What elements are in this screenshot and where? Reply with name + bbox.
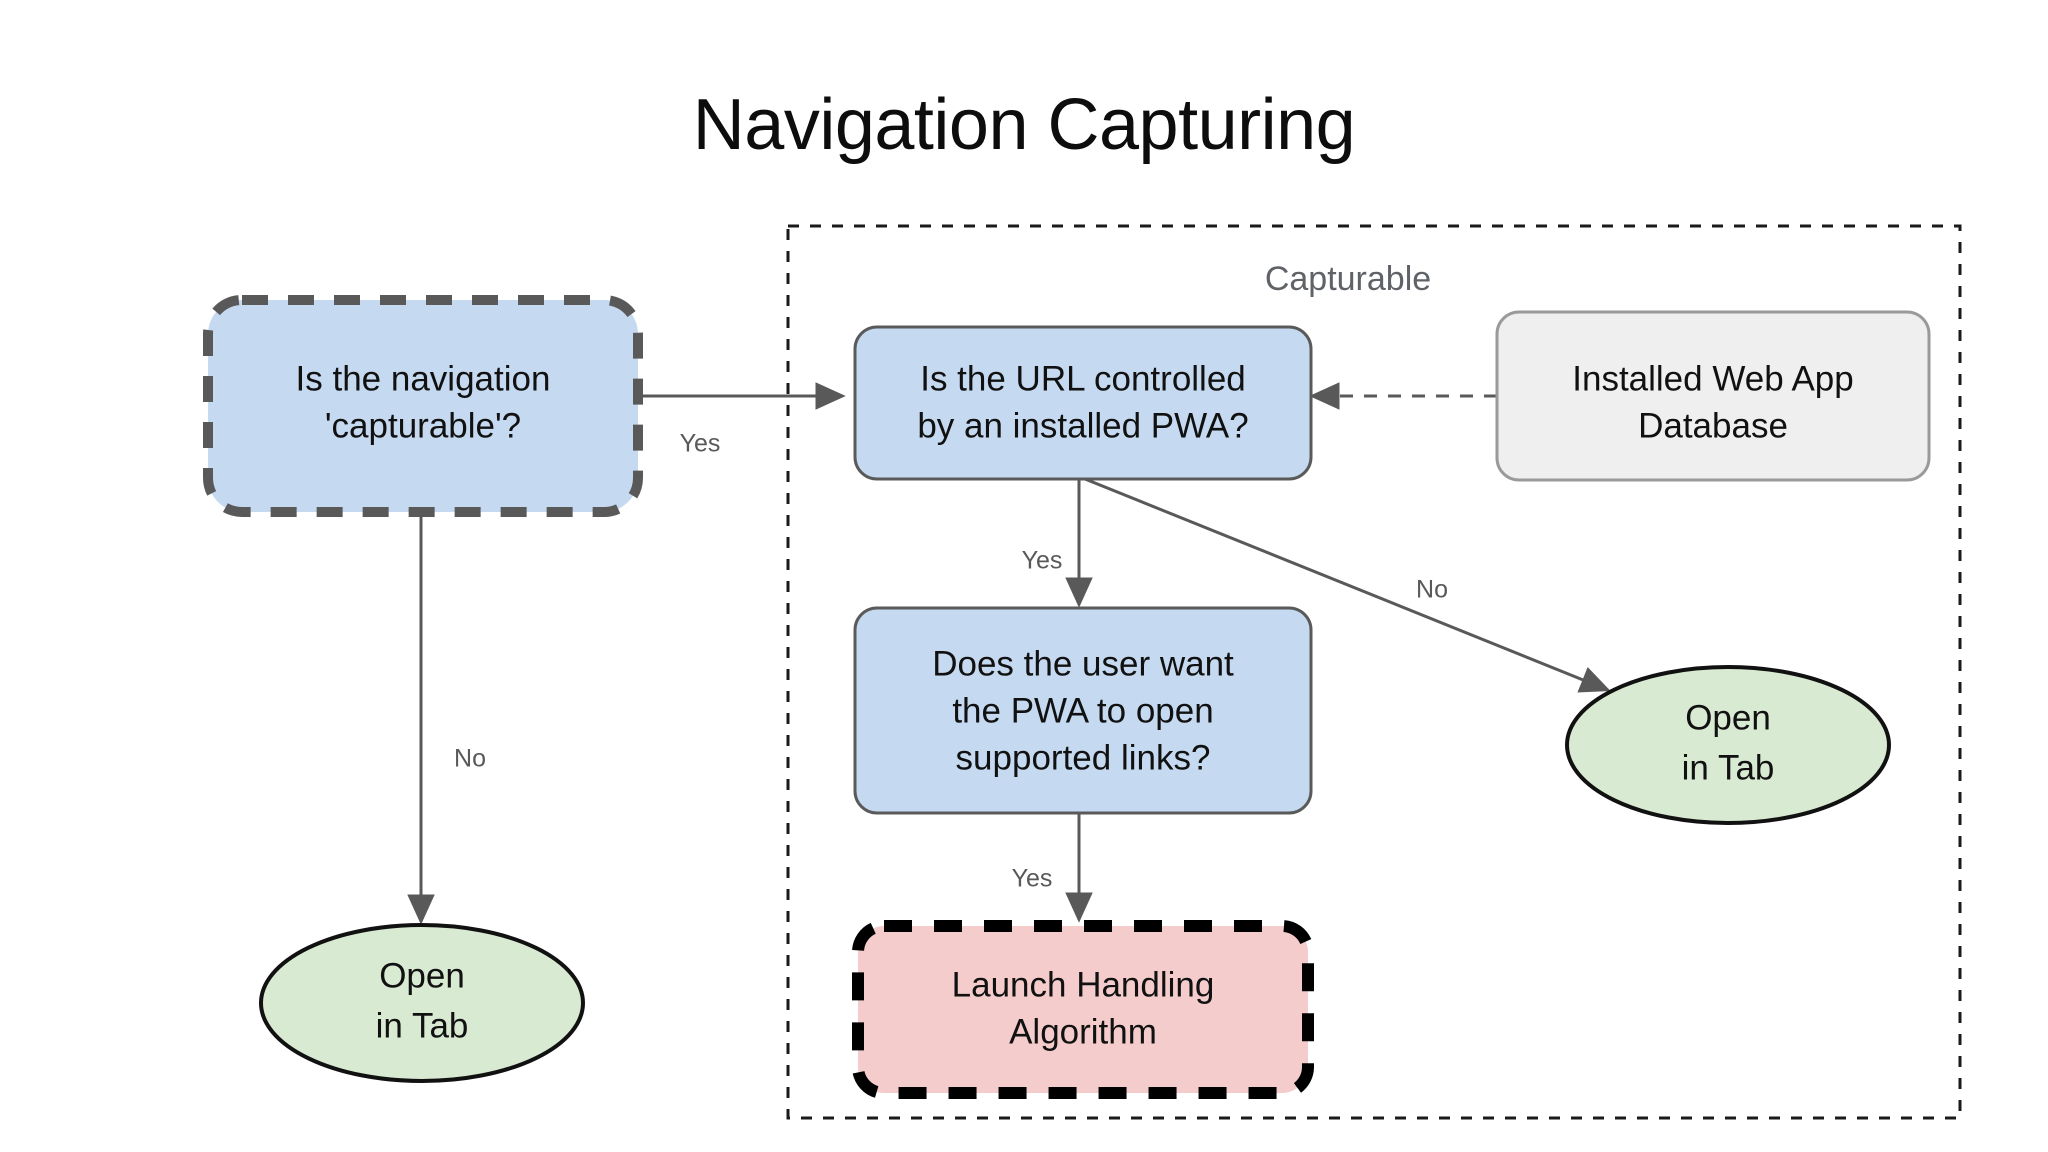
open-in-tab-right-line-2: in Tab	[1682, 748, 1775, 787]
is-navigation-capturable-line-2: 'capturable'?	[325, 406, 521, 445]
is-navigation-capturable-node[interactable]: Is the navigation 'capturable'?	[203, 295, 643, 517]
installed-web-app-database-line-2: Database	[1638, 406, 1788, 445]
open-in-tab-left-shape[interactable]	[259, 923, 585, 1083]
is-navigation-capturable-shape[interactable]	[203, 295, 643, 517]
installed-web-app-database-line-1: Installed Web App	[1572, 359, 1854, 398]
edge-url-no-label: No	[1416, 576, 1448, 604]
is-url-controlled-by-pwa-shape[interactable]	[853, 325, 1313, 481]
does-user-want-pwa-open-links-line-2: the PWA to open	[952, 691, 1213, 730]
open-in-tab-left-line-1: Open	[379, 956, 465, 995]
is-url-controlled-by-pwa-node[interactable]: Is the URL controlled by an installed PW…	[853, 325, 1313, 481]
edge-capturable-no: No	[407, 512, 486, 925]
open-in-tab-right-shape[interactable]	[1565, 665, 1891, 825]
launch-handling-algorithm-line-2: Algorithm	[1009, 1012, 1157, 1051]
edge-url-no: No	[1084, 477, 1611, 693]
edge-url-yes: Yes	[1022, 478, 1093, 608]
edge-capturable-no-label: No	[454, 745, 486, 773]
open-in-tab-left-node[interactable]: Open in Tab	[259, 923, 585, 1083]
does-user-want-pwa-open-links-shape[interactable]	[853, 606, 1313, 815]
page-title: Navigation Capturing	[693, 85, 1355, 165]
open-in-tab-left-line-2: in Tab	[376, 1006, 469, 1045]
edge-url-no-line	[1084, 477, 1611, 693]
edge-user-wants-yes: Yes	[1012, 812, 1093, 923]
edge-capturable-yes: Yes	[638, 382, 846, 458]
edge-capturable-yes-label: Yes	[680, 430, 721, 458]
is-url-controlled-by-pwa-line-1: Is the URL controlled	[920, 359, 1246, 398]
launch-handling-algorithm-node[interactable]: Launch Handling Algorithm	[852, 920, 1314, 1099]
edge-url-yes-label: Yes	[1022, 547, 1063, 575]
edge-user-wants-yes-label: Yes	[1012, 865, 1053, 893]
is-navigation-capturable-line-1: Is the navigation	[296, 359, 551, 398]
launch-handling-algorithm-line-1: Launch Handling	[952, 965, 1215, 1004]
does-user-want-pwa-open-links-node[interactable]: Does the user want the PWA to open suppo…	[853, 606, 1313, 815]
installed-web-app-database-shape[interactable]	[1495, 310, 1931, 482]
is-url-controlled-by-pwa-line-2: by an installed PWA?	[917, 406, 1248, 445]
does-user-want-pwa-open-links-line-3: supported links?	[956, 738, 1211, 777]
open-in-tab-right-node[interactable]: Open in Tab	[1565, 665, 1891, 825]
launch-handling-algorithm-shape[interactable]	[852, 920, 1314, 1099]
capturable-group-container	[786, 224, 1962, 1120]
capturable-group-label: Capturable	[1265, 260, 1431, 298]
open-in-tab-right-line-1: Open	[1685, 698, 1771, 737]
installed-web-app-database-node[interactable]: Installed Web App Database	[1495, 310, 1931, 482]
does-user-want-pwa-open-links-line-1: Does the user want	[932, 644, 1234, 683]
